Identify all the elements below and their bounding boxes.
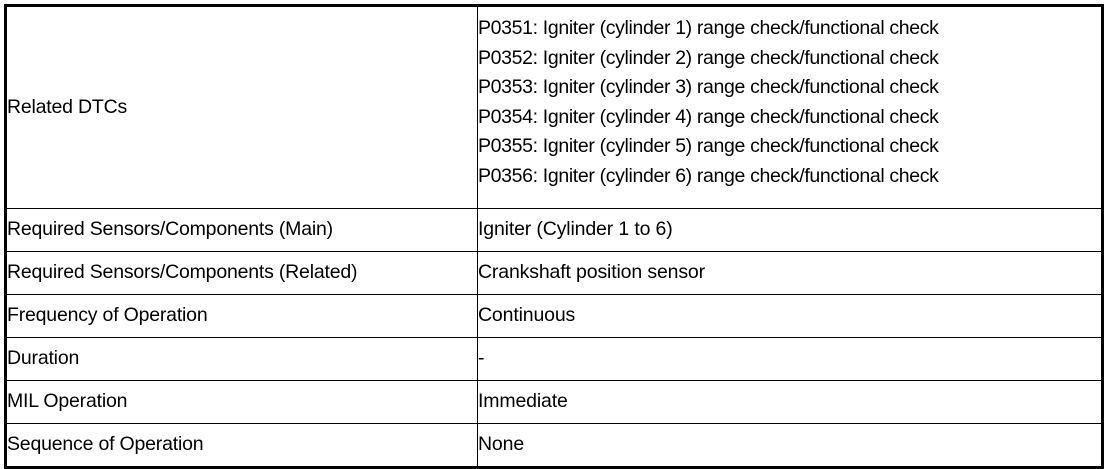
row-value-required-sensors-main: Igniter (Cylinder 1 to 6) bbox=[477, 208, 1103, 252]
label-text: Related DTCs bbox=[7, 95, 128, 118]
row-value-related-dtcs: P0351: Igniter (cylinder 1) range check/… bbox=[477, 5, 1103, 209]
dtc-line-p0351: P0351: Igniter (cylinder 1) range check/… bbox=[478, 17, 939, 39]
spec-table-body: Related DTCs P0351: Igniter (cylinder 1)… bbox=[5, 5, 1103, 468]
label-text: Duration bbox=[7, 347, 80, 370]
row-label-required-sensors-related: Required Sensors/Components (Related) bbox=[5, 251, 478, 295]
dtc-line-p0352: P0352: Igniter (cylinder 2) range check/… bbox=[478, 46, 939, 69]
diagnostic-spec-table: Related DTCs P0351: Igniter (cylinder 1)… bbox=[4, 4, 1104, 469]
value-text: Igniter (Cylinder 1 to 6) bbox=[478, 218, 673, 241]
row-label-sequence-of-operation: Sequence of Operation bbox=[5, 423, 478, 468]
dtc-line-p0354: P0354: Igniter (cylinder 4) range check/… bbox=[478, 105, 939, 128]
row-label-frequency-of-operation: Frequency of Operation bbox=[5, 294, 478, 338]
row-value-mil-operation: Immediate bbox=[477, 380, 1103, 424]
row-value-required-sensors-related: Crankshaft position sensor bbox=[477, 251, 1103, 295]
row-label-required-sensors-main: Required Sensors/Components (Main) bbox=[5, 208, 478, 252]
table-row-frequency-of-operation: Frequency of Operation Continuous bbox=[5, 294, 1103, 338]
dtc-line-p0356: P0356: Igniter (cylinder 6) range check/… bbox=[478, 164, 939, 187]
value-text: Continuous bbox=[478, 304, 576, 327]
table-row-sequence-of-operation: Sequence of Operation None bbox=[5, 423, 1103, 468]
value-text: Immediate bbox=[478, 390, 568, 413]
label-text: Required Sensors/Components (Main) bbox=[7, 218, 333, 241]
table-row-required-sensors-related: Required Sensors/Components (Related) Cr… bbox=[5, 251, 1103, 295]
value-text: Crankshaft position sensor bbox=[478, 261, 705, 284]
row-label-duration: Duration bbox=[5, 337, 478, 381]
value-text: None bbox=[478, 433, 525, 456]
dtc-line-p0353: P0353: Igniter (cylinder 3) range check/… bbox=[478, 76, 939, 98]
row-value-duration: - bbox=[477, 337, 1103, 381]
label-text: MIL Operation bbox=[7, 390, 128, 413]
table-row-required-sensors-main: Required Sensors/Components (Main) Ignit… bbox=[5, 208, 1103, 252]
label-text: Frequency of Operation bbox=[7, 304, 208, 327]
label-text: Sequence of Operation bbox=[7, 433, 204, 456]
label-text: Required Sensors/Components (Related) bbox=[7, 261, 358, 284]
table-row-related-dtcs: Related DTCs P0351: Igniter (cylinder 1)… bbox=[5, 5, 1103, 209]
dtc-line-p0355: P0355: Igniter (cylinder 5) range check/… bbox=[478, 135, 939, 157]
row-value-frequency-of-operation: Continuous bbox=[477, 294, 1103, 338]
row-value-sequence-of-operation: None bbox=[477, 423, 1103, 468]
row-label-mil-operation: MIL Operation bbox=[5, 380, 478, 424]
table-row-mil-operation: MIL Operation Immediate bbox=[5, 380, 1103, 424]
diagnostic-spec-table-container: Related DTCs P0351: Igniter (cylinder 1)… bbox=[4, 4, 1104, 469]
value-text: - bbox=[478, 347, 485, 370]
row-label-related-dtcs: Related DTCs bbox=[5, 5, 478, 209]
table-row-duration: Duration - bbox=[5, 337, 1103, 381]
dtc-code-list: P0351: Igniter (cylinder 1) range check/… bbox=[478, 14, 1101, 191]
